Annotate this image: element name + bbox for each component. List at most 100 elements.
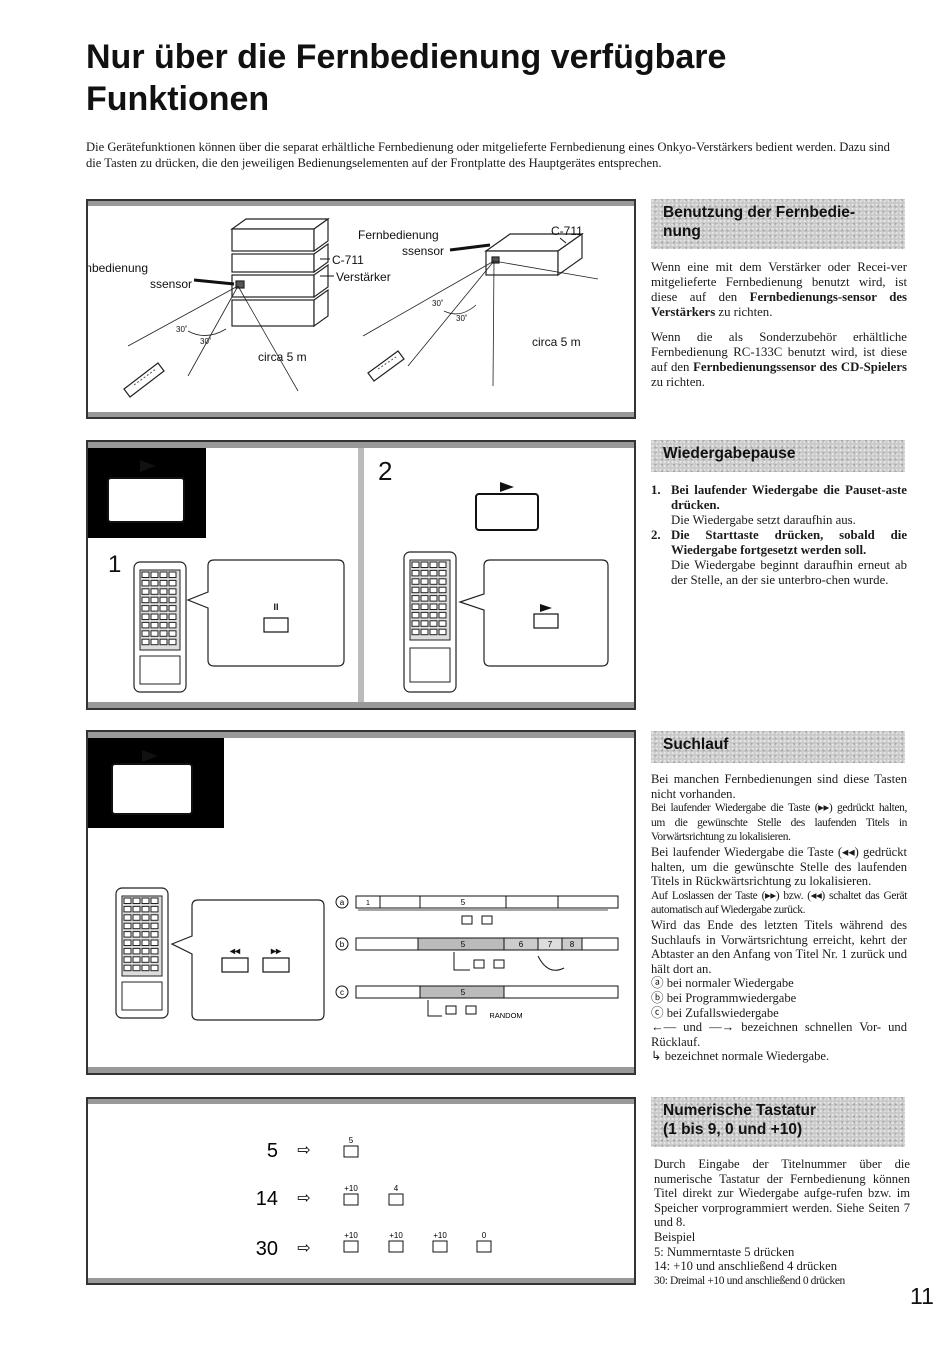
remote-keypad-key <box>159 605 168 612</box>
remote-keypad-key <box>150 964 159 972</box>
pause-figure: 1 II 2 <box>86 440 636 710</box>
remote-keypad-key <box>141 579 150 587</box>
pause-header-title: Wiedergabepause <box>663 445 796 462</box>
remote-keypad-key <box>429 578 438 585</box>
keypad-key <box>343 1240 359 1253</box>
example-target-5: 5 <box>267 1140 278 1162</box>
svg-text:8: 8 <box>570 940 575 949</box>
step-number-2: 2 <box>378 456 392 486</box>
remote-keypad-key <box>150 588 159 595</box>
remote-keypad-key <box>150 605 159 612</box>
numeric-line-5: 30: Dreimal +10 und anschließend 0 drück… <box>654 1274 845 1287</box>
remote-sensor-label-left-1: Fernbedienung <box>88 261 148 275</box>
remote-keypad-key <box>420 603 429 610</box>
remote-keypad-key <box>168 638 177 646</box>
scan-line-6: ⓐ bei normaler Wiedergabe <box>651 976 794 991</box>
remote-keypad-key <box>420 578 429 585</box>
remote-keypad-key <box>150 905 159 913</box>
remote-keypad-key <box>150 931 159 938</box>
scan-figure: ◂◂ ▸▸ a 1 5 b 5 6 <box>86 730 636 1075</box>
handheld-remote-right <box>367 350 405 382</box>
pause-steps: 1. Bei laufender Wiedergabe die Pauset-a… <box>651 483 907 588</box>
remote-keypad-key <box>132 914 141 921</box>
remote-keypad-key <box>123 964 132 972</box>
remote-usage-paragraph-2: Wenn die als Sonderzubehör erhältliche F… <box>651 330 907 389</box>
remote-keypad-key <box>150 939 159 946</box>
play-button-icon <box>533 613 559 629</box>
remote-keypad-key <box>159 579 168 587</box>
remote-keypad-key <box>159 596 168 604</box>
remote-keypad-key <box>132 964 141 972</box>
remote-keypad-key <box>429 611 438 619</box>
remote-keypad-key <box>429 628 438 636</box>
c711-label-right: C-711 <box>551 224 583 238</box>
key-label-plus10: +10 <box>344 1184 358 1193</box>
remote-keypad-key <box>141 588 150 595</box>
numeric-line-2: Beispiel <box>654 1229 696 1244</box>
scan-line-9: ←— und —→ bezeichnen schnellen Vor- und … <box>651 1020 907 1049</box>
remote-keypad-key <box>438 628 447 636</box>
scan-line-5: Wird das Ende des letzten Titels während… <box>651 917 907 976</box>
remote-keypad-key <box>123 905 132 913</box>
remote-keypad-key <box>150 613 159 620</box>
remote-keypad-key <box>132 897 141 904</box>
remote-keypad-key <box>411 595 420 602</box>
cd-player-drawing <box>484 232 584 277</box>
pause-button-icon <box>263 617 289 633</box>
scan-line-1: Bei manchen Fernbedienungen sind diese T… <box>651 772 907 801</box>
remote-keypad-key <box>411 603 420 610</box>
remote-keypad-key <box>411 620 420 627</box>
numeric-header-line2: (1 bis 9, 0 und +10) <box>663 1121 803 1138</box>
key-label-plus10: +10 <box>344 1231 358 1240</box>
remote-keypad-key <box>168 596 177 604</box>
remote-keypad-key <box>123 931 132 938</box>
remote-keypad-key <box>150 914 159 921</box>
remote-keypad-key <box>438 611 447 619</box>
angle-label-right-a: 30˚ <box>432 299 444 308</box>
distance-label-left: circa 5 m <box>258 350 307 364</box>
example-target-30: 30 <box>256 1238 278 1260</box>
remote-keypad-key <box>150 579 159 587</box>
remote-keypad-key <box>141 630 150 637</box>
remote-keypad-key <box>438 603 447 610</box>
numeric-header: Numerische Tastatur (1 bis 9, 0 und +10) <box>651 1097 905 1147</box>
remote-keypad-key <box>420 611 429 619</box>
svg-text:5: 5 <box>461 988 466 997</box>
remote-keypad-key <box>168 588 177 595</box>
remote-keypad-key <box>429 603 438 610</box>
pause-header: Wiedergabepause <box>651 440 905 472</box>
remote-keypad-key <box>429 569 438 577</box>
rewind-symbol: ◂◂ <box>229 946 241 957</box>
remote-keypad-key <box>141 605 150 612</box>
remote-sensor-label-right-1: Fernbedienung <box>358 228 439 242</box>
remote-keypad-key <box>141 964 150 972</box>
svg-text:b: b <box>340 940 345 949</box>
remote-keypad-key <box>420 586 429 594</box>
remote-keypad-key <box>420 569 429 577</box>
remote-keypad-key <box>168 621 177 629</box>
scan-line-4: Auf Loslassen der Taste (▸▸) bzw. (◂◂) s… <box>651 889 907 917</box>
remote-keypad-key <box>159 588 168 595</box>
remote-keypad-key <box>123 939 132 946</box>
remote-keypad-key <box>132 947 141 955</box>
svg-text:1: 1 <box>366 900 370 907</box>
pause-step-2: 2. Die Starttaste drücken, sobald die Wi… <box>651 528 907 587</box>
remote-keypad-key <box>159 613 168 620</box>
pause-illustration: 1 II 2 <box>88 442 634 708</box>
remote-keypad-key <box>168 605 177 612</box>
timeline-a: a 1 5 <box>335 895 619 925</box>
remote-keypad-key <box>420 561 429 568</box>
remote-keypad-key <box>150 922 159 930</box>
remote-keypad-key <box>420 595 429 602</box>
remote-keypad-key <box>123 922 132 930</box>
remote-keypad-key <box>168 613 177 620</box>
forward-button-icon <box>262 957 290 973</box>
remote-keypad-key <box>132 905 141 913</box>
pause-symbol: II <box>273 602 278 612</box>
remote-keypad-key <box>132 939 141 946</box>
remote-keypad-key <box>411 561 420 568</box>
remote-keypad-key <box>420 628 429 636</box>
remote-keypad-key <box>150 621 159 629</box>
numeric-illustration: 5 ⇨ 5 14 ⇨ +10 4 30 ⇨ +10 +10 +10 0 <box>88 1099 634 1283</box>
remote-keypad-key <box>141 905 150 913</box>
